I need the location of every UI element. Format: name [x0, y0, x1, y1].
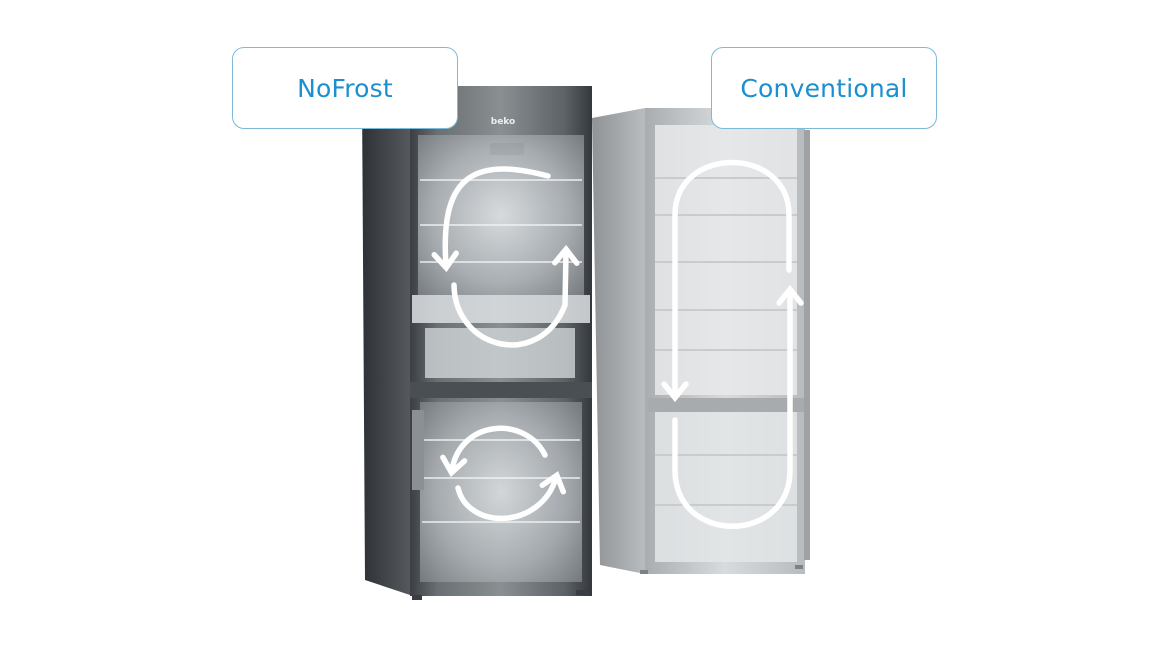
conventional-fridge — [592, 108, 810, 574]
nofrost-airflow-arrows — [431, 166, 580, 521]
conventional-label-box: Conventional — [711, 47, 937, 129]
arrow-top-right-icon — [451, 244, 580, 348]
conventional-airflow-arrows — [661, 159, 804, 529]
arrow-conventional-up-icon — [672, 284, 804, 529]
arrow-bottom-left-icon — [440, 425, 548, 478]
arrow-bottom-right-icon — [455, 471, 567, 521]
nofrost-label: NoFrost — [297, 73, 393, 103]
arrow-conventional-down-icon — [661, 159, 792, 403]
nofrost-fridge: beko — [362, 86, 592, 600]
arrow-top-left-icon — [431, 166, 551, 273]
nofrost-label-box: NoFrost — [232, 47, 458, 129]
conventional-label: Conventional — [740, 73, 908, 103]
brand-logo: beko — [491, 117, 515, 127]
